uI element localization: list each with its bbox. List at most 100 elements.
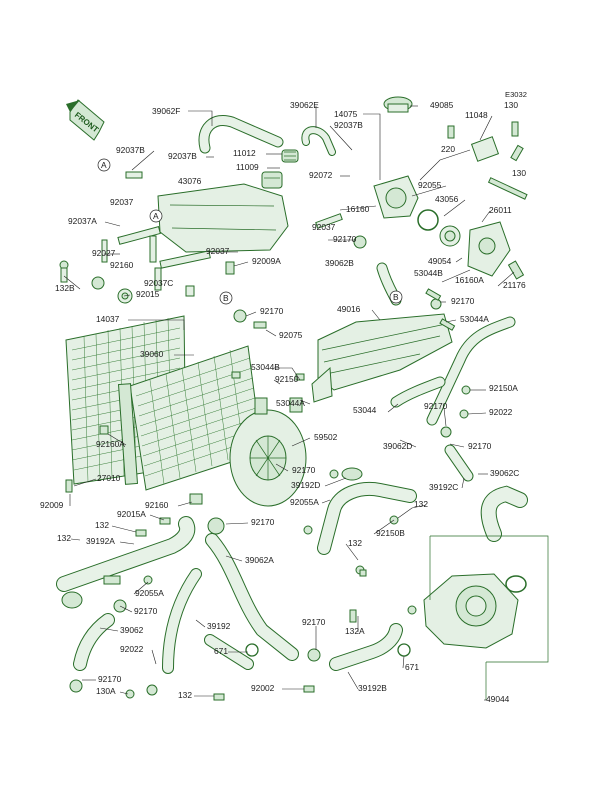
- part-label-l130b: 130: [512, 168, 526, 178]
- part-label-l92022b: 92022: [120, 644, 144, 654]
- radiator-core: [117, 345, 263, 491]
- svg-text:B: B: [223, 293, 229, 303]
- pipe-39192B: [329, 623, 403, 671]
- part-label-l39062E: 39062E: [290, 100, 319, 110]
- hose-49016-return: [426, 316, 516, 426]
- part-label-l92037c: 92037: [206, 246, 230, 256]
- part-label-l39192C: 39192C: [429, 482, 458, 492]
- part-label-l53044Ba: 53044B: [414, 268, 443, 278]
- part-label-l92055a: 92055: [418, 180, 442, 190]
- part-label-l49044: 49044: [486, 694, 510, 704]
- hose-39192C: [444, 444, 474, 482]
- part-label-l92075: 92075: [279, 330, 303, 340]
- part-label-l39062: 39062: [120, 625, 144, 635]
- part-label-l132c: 132: [57, 533, 71, 543]
- part-label-l14037: 14037: [96, 314, 120, 324]
- temperature-sensor: [507, 260, 525, 280]
- hose-39062: [69, 613, 115, 693]
- part-label-l92072: 92072: [309, 170, 333, 180]
- part-label-l92037Bb: 92037B: [116, 145, 145, 155]
- part-label-l39062B: 39062B: [325, 258, 354, 268]
- callout-b-left: B: [219, 291, 233, 305]
- part-label-l92015: 92015: [136, 289, 160, 299]
- part-label-l27010: 27010: [97, 473, 121, 483]
- part-label-l92170c: 92170: [260, 306, 284, 316]
- part-label-l92037C: 92037C: [144, 278, 173, 288]
- part-label-l92170d: 92170: [424, 401, 448, 411]
- hose-39062F: [198, 115, 284, 154]
- hose-39062C: [480, 485, 528, 542]
- part-label-l49016: 49016: [337, 304, 361, 314]
- leader-lines: [63, 105, 515, 701]
- part-label-l11048: 11048: [465, 110, 488, 120]
- cap-11012: [281, 149, 299, 163]
- part-label-l92170g: 92170: [251, 517, 275, 527]
- part-label-l16160A: 16160A: [455, 275, 484, 285]
- part-label-l220: 220: [441, 144, 455, 154]
- part-label-l92027: 92027: [92, 248, 116, 258]
- part-label-l39062A: 39062A: [245, 555, 274, 565]
- pipe-39192A: [56, 516, 196, 609]
- part-label-l92055Aa: 92055A: [135, 588, 164, 598]
- hose-39062E: [301, 126, 336, 156]
- hose-39062D: [390, 376, 446, 408]
- part-label-l92160A: 92160A: [96, 439, 125, 449]
- part-label-l92037Bc: 92037B: [168, 151, 197, 161]
- part-label-l92009: 92009: [40, 500, 64, 510]
- part-label-l132B: 132B: [55, 283, 75, 293]
- svg-text:A: A: [101, 160, 107, 170]
- part-label-l39192D: 39192D: [291, 480, 320, 490]
- part-label-l39060: 39060: [140, 349, 164, 359]
- water-pump: [423, 535, 549, 700]
- part-label-l132d: 132: [348, 538, 362, 548]
- part-label-l92009A: 92009A: [252, 256, 281, 266]
- part-label-l92170b: 92170: [451, 296, 475, 306]
- part-label-l92170i: 92170: [302, 617, 326, 627]
- part-label-l39062F: 39062F: [152, 106, 180, 116]
- filler-cap-49085: [383, 96, 413, 113]
- part-label-l132e: 132: [178, 690, 192, 700]
- part-label-l11012: 11012: [233, 148, 256, 158]
- part-label-l671b: 671: [405, 662, 419, 672]
- air-duct-49016: [311, 313, 453, 403]
- part-label-l132A: 132A: [345, 626, 365, 636]
- part-label-l39062C: 39062C: [490, 468, 519, 478]
- part-label-l39192B: 39192B: [358, 683, 387, 693]
- part-label-l92170a: 92170: [333, 234, 357, 244]
- part-label-l59502: 59502: [314, 432, 338, 442]
- part-label-l39062D: 39062D: [383, 441, 412, 451]
- part-label-l92160a: 92160: [110, 260, 134, 270]
- reservoir-tank: [157, 171, 289, 253]
- part-label-l92002: 92002: [251, 683, 275, 693]
- part-label-l92037A: 92037A: [68, 216, 97, 226]
- part-label-l671a: 671: [214, 646, 228, 656]
- pipe-39192D: [317, 467, 417, 555]
- part-label-l39192A: 39192A: [86, 536, 115, 546]
- front-arrow-icon: FRONT: [66, 99, 105, 141]
- part-label-l49054: 49054: [428, 256, 452, 266]
- part-label-l92170e: 92170: [468, 441, 492, 451]
- part-label-l43056: 43056: [435, 194, 459, 204]
- part-label-l92150B: 92150B: [376, 528, 405, 538]
- fan-assembly: [229, 397, 307, 507]
- part-label-l130A: 130A: [96, 686, 116, 696]
- part-label-l92170j: 92170: [98, 674, 122, 684]
- part-label-l21176: 21176: [503, 280, 526, 290]
- part-label-l92170f: 92170: [292, 465, 316, 475]
- part-label-l132a: 132: [414, 499, 428, 509]
- part-label-l92015A: 92015A: [117, 509, 146, 519]
- part-label-l11009: 11009: [236, 162, 259, 172]
- part-label-l49085: 49085: [430, 100, 454, 110]
- thermostat-housing: [373, 175, 439, 231]
- callout-b-right: B: [389, 290, 403, 304]
- part-label-l92037b: 92037: [312, 222, 336, 232]
- callout-a-side: A: [149, 209, 163, 223]
- svg-text:B: B: [393, 292, 399, 302]
- part-label-l14075: 14075: [334, 109, 358, 119]
- part-label-l130a: 130: [504, 100, 518, 110]
- part-label-l53044A: 53044A: [460, 314, 489, 324]
- bracket-11048: [447, 121, 528, 200]
- part-label-l92055A: 92055A: [290, 497, 319, 507]
